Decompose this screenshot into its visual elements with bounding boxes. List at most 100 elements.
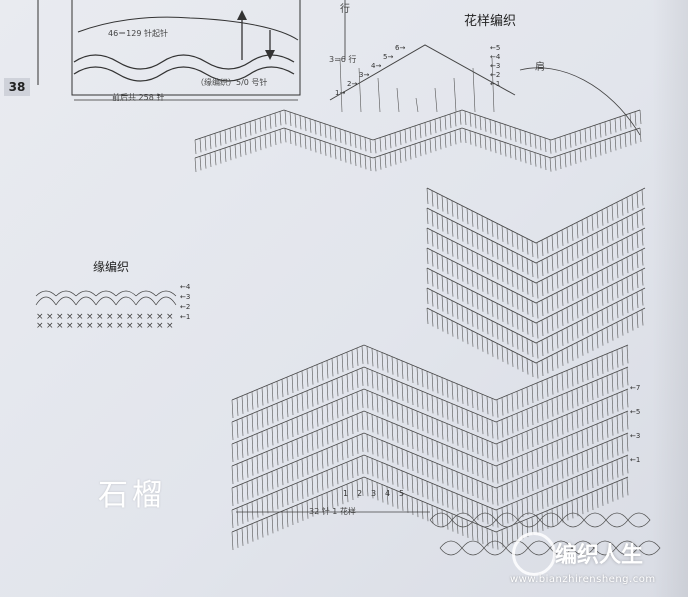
bottom-left-row-marker: 4 [385,489,390,498]
top-row-marker: ←3 [490,62,500,70]
edge-loop [135,296,157,306]
edge-loop [75,290,97,297]
mesh-loop [461,540,485,556]
top-row-marker: ←2 [490,71,500,79]
edge-loop [115,296,137,306]
page-number: 38 [4,78,30,96]
top-row-marker: ←4 [490,53,501,61]
edge-stitch-x: × [116,321,124,331]
top-left-row-marker: 1→ [335,89,345,97]
edge-loop [55,290,77,297]
edge-loop [155,290,177,297]
mesh-loop [605,512,629,528]
site-logo-url: www.bianzhirensheng.com [510,574,656,585]
shoulder-label: 肩 [535,62,545,73]
yoke-peak-stitch [491,57,495,113]
edge-stitch-x: × [106,312,114,322]
mesh-loop [539,512,563,528]
edge-stitch-x: × [106,321,114,331]
schematic-bottom-stitches: 前后共 258 针 [112,93,165,102]
repeat-label: 32 针 1 花样 [309,507,356,516]
edge-loop [95,290,117,297]
mesh-loop [583,512,607,528]
yoke-peak-stitch [339,57,343,113]
edge-stitch-x: × [76,312,84,322]
schematic-diagram [71,0,346,101]
edge-stitch-x: × [156,312,164,322]
bottom-chevron-rows [231,344,629,551]
edge-stitch-x: × [46,312,54,322]
bottom-left-row-marker: 5 [399,489,404,498]
edge-loop [95,296,117,306]
schematic-rows-label: 行 [340,4,350,15]
edge-loop [155,296,177,306]
pattern-title: 花样编织 [464,14,517,29]
yoke-peak-stitch [472,67,476,113]
bottom-left-row-marker: 3 [371,489,376,498]
edge-stitch-x: × [56,312,64,322]
schematic-edge-label: （缘编织）5/0 号针 [196,78,268,87]
mesh-loop [429,512,453,528]
top-left-row-marker: 3→ [359,71,369,79]
edge-stitch-x: × [66,321,74,331]
bottom-left-row-marker: 1 [343,489,348,498]
yoke-peak-stitch [377,77,381,113]
edge-row-marker: ←4 [180,283,191,291]
edge-stitch-x: × [146,312,154,322]
edge-stitch-x: × [156,321,164,331]
author-watermark: 石榴 [98,478,166,513]
edge-loop [75,296,97,306]
edge-stitch-x: × [96,321,104,331]
top-left-row-marker: 4→ [371,62,381,70]
page-edge-shadow [652,0,688,597]
schematic-rows-count: 3=6 行 [329,55,357,64]
edge-stitch-x: × [36,312,44,322]
mesh-loop [495,512,519,528]
yoke-peak-stitch [434,87,438,113]
edge-stitch-x: × [86,312,94,322]
bottom-row-marker: ←1 [630,456,640,464]
edge-stitch-x: × [146,321,154,331]
edge-stitch-x: × [136,321,144,331]
edge-stitch-x: × [116,312,124,322]
edge-stitch-x: × [136,312,144,322]
top-left-row-marker: 5→ [383,53,393,61]
mesh-loop [627,512,651,528]
edge-stitch-x: × [166,321,174,331]
bottom-row-marker: ←3 [630,432,640,440]
edge-stitch-x: × [166,312,174,322]
site-logo-name: 编织人生 [555,543,644,568]
yoke-peak-stitch [453,77,457,113]
edge-pattern-title: 缘编织 [93,260,130,274]
edge-stitch-x: × [76,321,84,331]
yoke-peak-stitch [358,67,362,113]
mesh-loop [439,540,463,556]
edge-stitch-x: × [96,312,104,322]
shoulder-arc [519,67,641,136]
edge-stitch-x: × [46,321,54,331]
mesh-loop [637,540,661,556]
bottom-left-row-marker: 2 [357,489,362,498]
yoke-peak-stitch [396,87,400,113]
edge-loop [115,290,137,297]
edge-loop [35,296,57,306]
top-row-marker: ←5 [490,44,500,52]
edge-row-marker: ←2 [180,303,190,311]
edge-stitch-x: × [86,321,94,331]
edge-stitch-x: × [56,321,64,331]
mid-right-chevron-rows [426,187,646,379]
edge-loop [35,290,57,297]
top-left-row-marker: 2→ [347,80,357,88]
bottom-row-marker: ←7 [630,384,640,392]
edge-loop [55,296,77,306]
yoke-peak-outline [329,44,516,101]
edge-row-marker: ←1 [180,313,190,321]
edge-loop [135,290,157,297]
edge-stitch-x: × [126,312,134,322]
edge-stitch-x: × [126,321,134,331]
edge-stitch-x: × [66,312,74,322]
site-logo-icon [512,532,556,576]
bottom-row-marker: ←5 [630,408,640,416]
edge-row-marker: ←3 [180,293,190,301]
top-left-row-marker: 6→ [395,44,405,52]
